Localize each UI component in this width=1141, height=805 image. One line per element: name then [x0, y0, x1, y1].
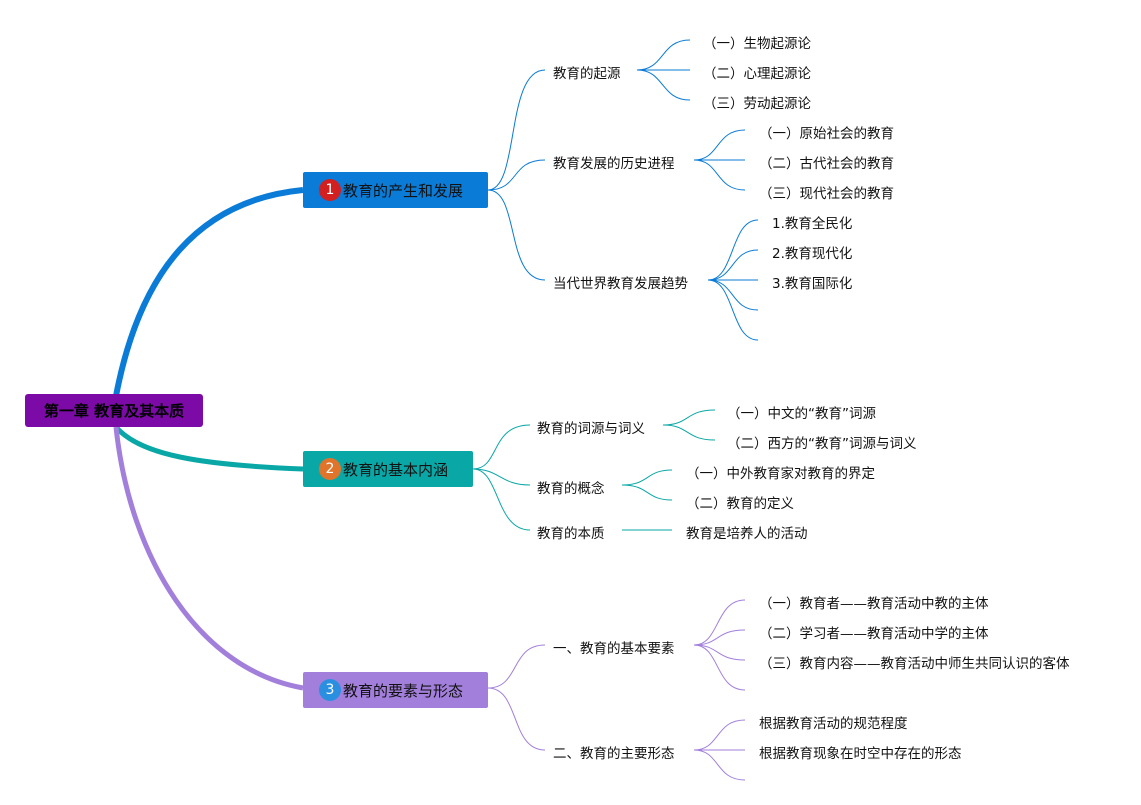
subtopic-3-1[interactable]: 一、教育的基本要素 — [553, 641, 675, 657]
subtopic-1-3[interactable]: 当代世界教育发展趋势 — [553, 276, 688, 292]
leaf-3-1-2[interactable]: （二）学习者——教育活动中学的主体 — [759, 626, 989, 642]
branch-1-curve — [113, 187, 304, 397]
leaf-1-1-3[interactable]: （三）劳动起源论 — [703, 96, 811, 112]
leaf-1-3-3[interactable]: 3.教育国际化 — [772, 276, 853, 292]
leaf-3-1-1[interactable]: （一）教育者——教育活动中教的主体 — [759, 596, 989, 612]
branch-label: 教育的基本内涵 — [343, 460, 449, 479]
leaf-2-1-1[interactable]: （一）中文的“教育”词源 — [727, 406, 876, 422]
leaf-3-1-3[interactable]: （三）教育内容——教育活动中师生共同认识的客体 — [759, 656, 1070, 672]
leaf-2-2-1[interactable]: （一）中外教育家对教育的界定 — [686, 466, 875, 482]
leaf-1-2-1[interactable]: （一）原始社会的教育 — [759, 126, 894, 142]
branch-3-curve — [113, 426, 304, 691]
branch-2-connectors — [472, 409, 716, 531]
number-badge-icon: 3 — [319, 679, 341, 701]
branch-1-connectors — [487, 39, 759, 341]
branch-topic-2[interactable]: 2 教育的基本内涵 — [303, 451, 473, 487]
leaf-1-3-2[interactable]: 2.教育现代化 — [772, 246, 853, 262]
subtopic-2-3[interactable]: 教育的本质 — [537, 526, 605, 542]
subtopic-3-2[interactable]: 二、教育的主要形态 — [553, 746, 675, 762]
leaf-3-2-2[interactable]: 根据教育现象在时空中存在的形态 — [759, 746, 962, 762]
leaf-1-3-1[interactable]: 1.教育全民化 — [772, 216, 853, 232]
leaf-2-1-2[interactable]: （二）西方的“教育”词源与词义 — [727, 436, 917, 452]
leaf-2-2-2[interactable]: （二）教育的定义 — [686, 496, 794, 512]
branch-label: 教育的要素与形态 — [343, 681, 464, 700]
root-topic[interactable]: 第一章 教育及其本质 — [25, 394, 203, 427]
subtopic-1-1[interactable]: 教育的起源 — [553, 66, 621, 82]
leaf-1-1-1[interactable]: （一）生物起源论 — [703, 36, 811, 52]
subtopic-2-1[interactable]: 教育的词源与词义 — [537, 421, 645, 437]
branch-2-curve — [114, 425, 304, 472]
leaf-1-2-2[interactable]: （二）古代社会的教育 — [759, 156, 894, 172]
subtopic-1-2[interactable]: 教育发展的历史进程 — [553, 156, 675, 172]
leaf-1-2-3[interactable]: （三）现代社会的教育 — [759, 186, 894, 202]
branch-label: 教育的产生和发展 — [343, 181, 464, 200]
number-badge-icon: 1 — [319, 179, 341, 201]
leaf-3-2-1[interactable]: 根据教育活动的规范程度 — [759, 716, 908, 732]
subtopic-2-2[interactable]: 教育的概念 — [537, 481, 605, 497]
leaf-2-3-1[interactable]: 教育是培养人的活动 — [686, 526, 808, 542]
branch-topic-3[interactable]: 3 教育的要素与形态 — [303, 672, 488, 708]
leaf-1-1-2[interactable]: （二）心理起源论 — [703, 66, 811, 82]
branch-3-connectors — [487, 599, 746, 781]
branch-topic-1[interactable]: 1 教育的产生和发展 — [303, 172, 488, 208]
number-badge-icon: 2 — [319, 458, 341, 480]
